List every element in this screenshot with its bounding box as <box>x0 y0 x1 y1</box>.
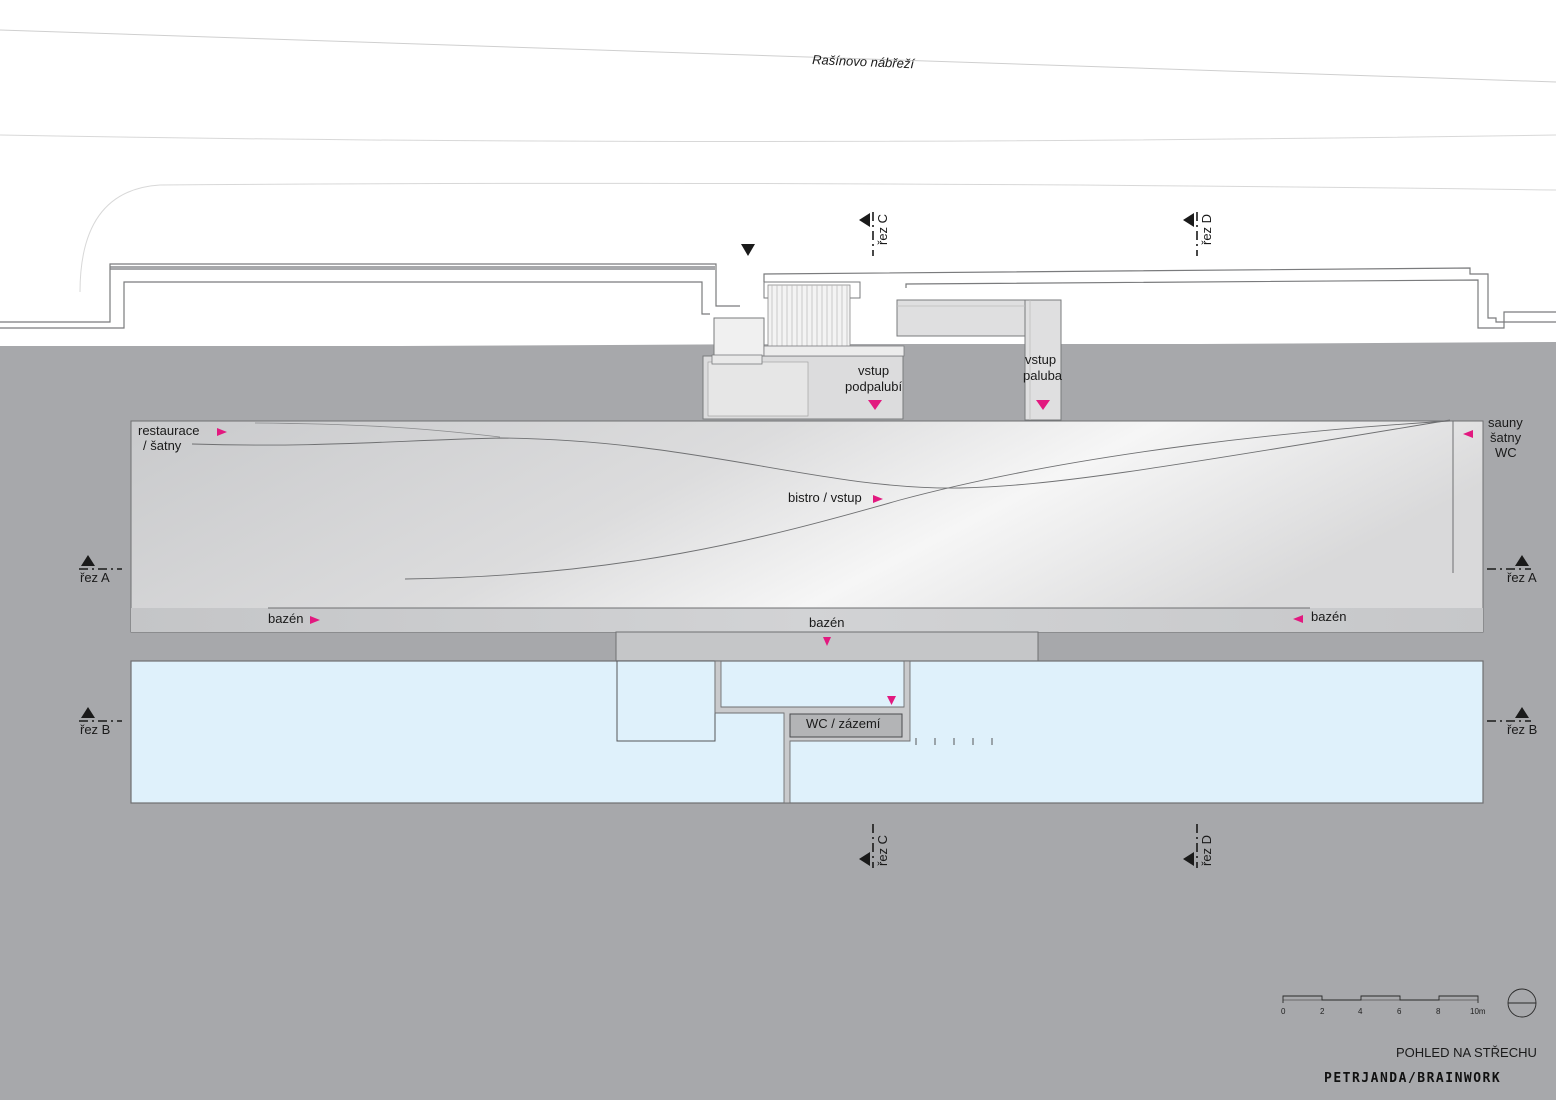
section-c-label-top: řez C <box>875 214 890 245</box>
saunas-label-2: šatny <box>1490 430 1522 445</box>
entrance-deck-label: vstup <box>1025 352 1056 367</box>
entrance-lower-label-2: podpalubí <box>845 379 902 394</box>
saunas-label-3: WC <box>1495 445 1517 460</box>
section-b-right: řez B <box>1487 707 1537 737</box>
section-a-label-right: řez A <box>1507 570 1537 585</box>
pool-walkway-arrow <box>887 696 896 705</box>
pool-label-left: bazén <box>268 611 303 626</box>
scale-tick-8: 8 <box>1436 1007 1441 1016</box>
entrance-lower-arrow <box>868 400 882 410</box>
bistro-arrow <box>873 495 883 503</box>
section-d-label-top: řez D <box>1199 214 1214 245</box>
section-d-top: řez D <box>1183 212 1214 256</box>
pool-label-center: bazén <box>809 615 844 630</box>
ramp-curve-lower <box>404 420 1451 580</box>
section-c-top: řez C <box>859 212 890 256</box>
wc-label: WC / zázemí <box>806 716 881 731</box>
entrance-deck-label-2: paluba <box>1023 368 1063 383</box>
saunas-label: sauny <box>1488 415 1523 430</box>
north-arrow-icon <box>1507 988 1537 1018</box>
scale-tick-2: 2 <box>1320 1007 1325 1016</box>
deck-pool-edge-strip <box>131 608 1483 632</box>
pool-lane-marks <box>915 738 993 745</box>
ramp-curve-top <box>254 422 501 438</box>
entrance-lower-label: vstup <box>858 363 889 378</box>
saunas-arrow <box>1463 430 1473 438</box>
section-a-right: řez A <box>1487 555 1537 585</box>
section-b-left: řez B <box>79 707 122 737</box>
scale-tick-0: 0 <box>1281 1007 1286 1016</box>
pool-left-arrow <box>310 616 320 624</box>
sheet-title: POHLED NA STŘECHU <box>1396 1045 1537 1060</box>
section-c-bottom: řez C <box>859 824 890 868</box>
embankment-land <box>0 0 1556 322</box>
main-deck <box>130 420 1484 633</box>
pool-center-arrow <box>823 637 831 646</box>
restaurant-label: restaurace <box>138 423 199 438</box>
sheet-credit: PETRJANDA/BRAINWORK <box>1324 1071 1501 1086</box>
section-b-label-right: řez B <box>1507 722 1537 737</box>
street-edge-line <box>0 134 1556 142</box>
quay-wall-outline-right <box>763 267 1556 323</box>
main-entrance-marker <box>741 244 755 256</box>
quay-wall-outline <box>0 263 740 323</box>
scale-tick-10: 10m <box>1470 1007 1486 1016</box>
section-a-left: řez A <box>79 555 122 585</box>
scale-tick-6: 6 <box>1397 1007 1402 1016</box>
street-name: Rašínovo nábřeží <box>812 52 916 71</box>
pool-connector <box>615 631 1039 662</box>
quay-wall-outline-right-inner <box>905 279 1556 329</box>
bistro-label: bistro / vstup <box>788 490 862 505</box>
restaurant-arrow <box>217 428 227 436</box>
section-d-label-bottom: řez D <box>1199 835 1214 866</box>
section-a-label-left: řez A <box>80 570 110 585</box>
ramp-curve-upper <box>191 419 1451 489</box>
pool-inner-block <box>616 660 716 742</box>
pool-label-right: bazén <box>1311 609 1346 624</box>
scale-tick-4: 4 <box>1358 1007 1363 1016</box>
pool-right-arrow <box>1293 615 1303 623</box>
section-c-label-bottom: řez C <box>875 835 890 866</box>
section-b-label-left: řez B <box>80 722 110 737</box>
sidewalk-edge-line <box>79 182 1556 293</box>
wc-block <box>789 713 903 738</box>
entrance-deck-arrow <box>1036 400 1050 410</box>
scale-bar: 0 2 4 6 8 10m <box>1281 995 1486 1016</box>
section-d-bottom: řez D <box>1183 824 1214 868</box>
restaurant-label-2: / šatny <box>143 438 182 453</box>
quay-wall-outline-inner <box>0 281 710 329</box>
stair-structure <box>702 281 905 420</box>
